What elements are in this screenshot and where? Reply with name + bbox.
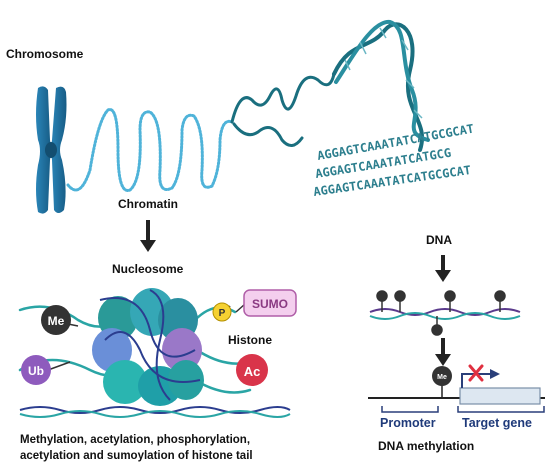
chromatin-label: Chromatin	[118, 197, 178, 211]
helix-rungs	[344, 27, 423, 119]
histone-octamer	[92, 288, 204, 406]
target-gene-box	[459, 387, 541, 405]
target-gene-label: Target gene	[462, 416, 532, 430]
svg-text:SUMO: SUMO	[252, 297, 288, 311]
histone-label: Histone	[228, 333, 273, 347]
methylation-helix	[369, 308, 521, 320]
histone-modification-caption: Methylation, acetylation, phosphorylatio…	[20, 432, 253, 464]
svg-text:Me: Me	[48, 314, 65, 328]
methyl-mark	[432, 366, 452, 386]
gene-diagram: Me	[368, 366, 545, 413]
double-helix	[332, 20, 430, 152]
p-tag: P	[212, 302, 232, 322]
down-arrow-icon	[435, 255, 451, 282]
sumo-tag: SUMO	[235, 289, 297, 317]
dna-wrap	[99, 289, 201, 401]
svg-text:P: P	[219, 308, 226, 319]
down-arrow-icon	[140, 220, 156, 252]
linker-dna	[19, 406, 291, 418]
dna-label: DNA	[426, 233, 452, 247]
dna-methylation-label: DNA methylation	[378, 439, 475, 453]
me-tag: Me	[41, 305, 79, 335]
svg-text:Ub: Ub	[28, 364, 44, 378]
svg-text:Ac: Ac	[244, 364, 261, 379]
chromatin-coils	[66, 108, 234, 192]
dna-sequence: AGGAGTCAAATATCATGCGCAT AGGAGTCAAATATCATG…	[312, 122, 475, 199]
x-mark-icon	[468, 364, 484, 382]
nucleosome-label: Nucleosome	[112, 262, 184, 276]
chromosome-icon	[36, 86, 67, 214]
methyl-groups	[376, 290, 506, 336]
dna-strand	[230, 72, 336, 147]
chromosome-label: Chromosome	[6, 47, 84, 61]
ub-tag: Ub	[21, 355, 71, 385]
transcription-arrow-icon	[461, 369, 500, 388]
caption-line-2: acetylation and sumoylation of histone t…	[20, 450, 253, 462]
caption-line-1: Methylation, acetylation, phosphorylatio…	[20, 434, 251, 446]
promoter-label: Promoter	[380, 416, 436, 430]
ac-tag: Ac	[236, 354, 268, 386]
svg-text:Me: Me	[437, 374, 447, 381]
down-arrow-icon	[435, 338, 451, 366]
